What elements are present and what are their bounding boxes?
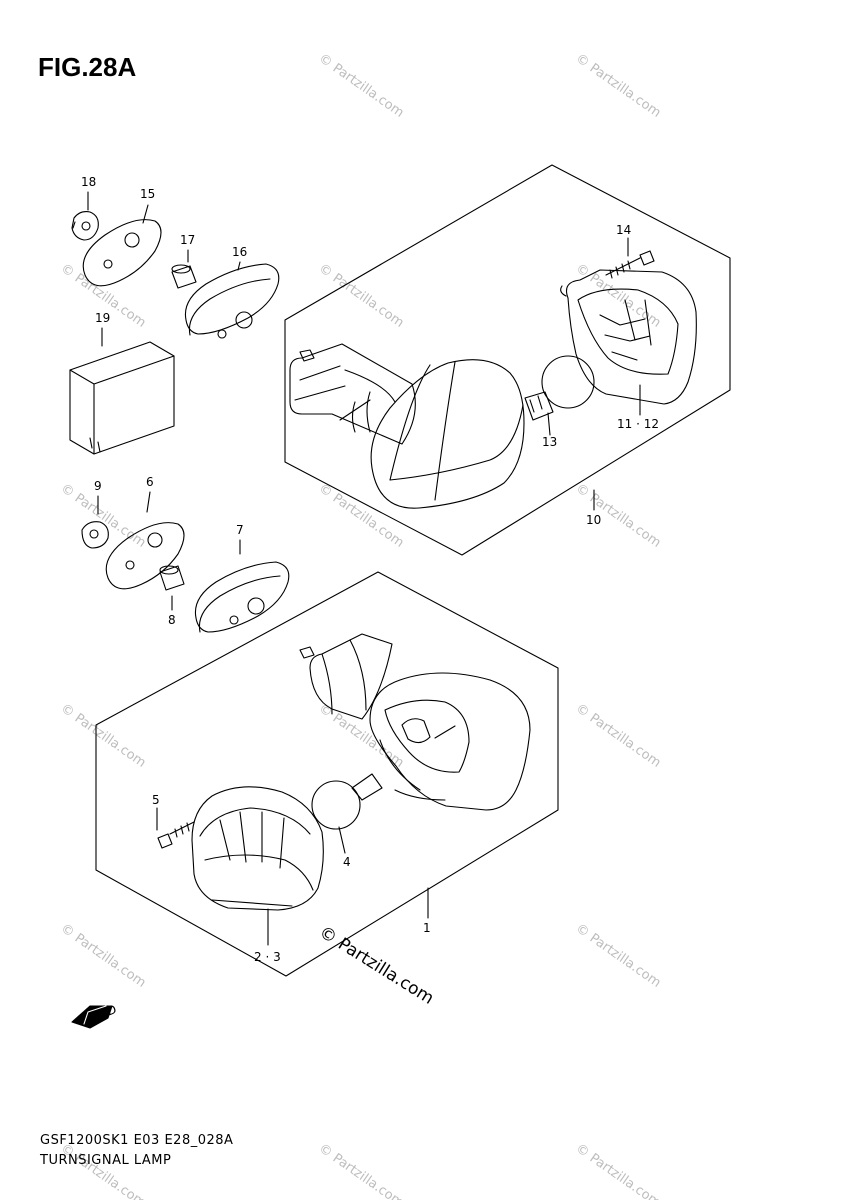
watermark-tile: © Partzilla.com: [573, 51, 664, 121]
watermark-tile: © Partzilla.com: [58, 921, 149, 991]
callout-6: 6: [146, 475, 154, 489]
screw-5: [157, 821, 195, 849]
section-name: TURNSIGNAL LAMP: [40, 1153, 172, 1168]
relay-19: [69, 341, 175, 455]
watermark-tile: © Partzilla.com: [58, 481, 149, 551]
watermark-tile: © Partzilla.com: [316, 51, 407, 121]
callout-9: 9: [94, 479, 102, 493]
callout-5: 5: [152, 793, 160, 807]
bulb-13: [524, 355, 595, 421]
callout-13: 13: [542, 435, 557, 449]
callout-1: 1: [423, 921, 431, 935]
watermark-tile: © Partzilla.com: [573, 701, 664, 771]
screw-14: [605, 250, 655, 279]
gasket-7: [194, 561, 290, 633]
nut-18: [71, 211, 99, 241]
callout-11-12: 11 · 12: [617, 417, 659, 431]
callout-14: 14: [616, 223, 631, 237]
turn-signal-body-1: [369, 672, 531, 811]
bulb-4: [311, 773, 383, 830]
collar-17: [171, 264, 197, 289]
plate-15: [82, 219, 162, 287]
leader-6: [146, 491, 151, 513]
watermark-tile: © Partzilla.com: [573, 1141, 664, 1200]
turn-signal-housing-rear: [289, 343, 416, 445]
figure-title: FIG.28A: [38, 52, 137, 82]
lens-2-3: [191, 786, 324, 911]
watermark-tile: © Partzilla.com: [58, 701, 149, 771]
watermark-tile: © Partzilla.com: [573, 921, 664, 991]
leader-15: [142, 204, 149, 224]
leader-4: [338, 826, 346, 854]
callout-16: 16: [232, 245, 247, 259]
nut-9: [81, 521, 109, 549]
watermark-main: © Partzilla.com: [315, 922, 437, 1008]
plate-6: [105, 522, 185, 590]
callout-19: 19: [95, 311, 110, 325]
collar-8: [159, 565, 185, 591]
assembly-box-10: [284, 164, 731, 556]
callout-4: 4: [343, 855, 351, 869]
turn-signal-housing-rear-1: [299, 633, 393, 720]
callout-18: 18: [81, 175, 96, 189]
leader-13: [547, 412, 551, 436]
model-code: GSF1200SK1 E03 E28_028A: [40, 1133, 234, 1148]
callout-labels: 18 15 17 16 19 14 11 · 12 13 10 9 6 7 8 …: [81, 175, 659, 964]
callout-10: 10: [586, 513, 601, 527]
watermark-tile: © Partzilla.com: [58, 1141, 149, 1200]
callout-7: 7: [236, 523, 244, 537]
callout-2-3: 2 · 3: [254, 950, 281, 964]
fwd-arrow-icon: [71, 1005, 113, 1029]
callout-17: 17: [180, 233, 195, 247]
watermark-tile: © Partzilla.com: [316, 261, 407, 331]
callout-8: 8: [168, 613, 176, 627]
assembly-box-1: [95, 571, 559, 977]
leader-16: [237, 261, 241, 271]
turn-signal-body: [370, 359, 525, 509]
callout-15: 15: [140, 187, 155, 201]
watermark-tile: © Partzilla.com: [316, 1141, 407, 1200]
watermark-tile: © Partzilla.com: [316, 701, 407, 771]
watermark-tile: © Partzilla.com: [316, 481, 407, 551]
gasket-16: [184, 263, 280, 339]
lens-11-12: [560, 269, 697, 405]
watermark-tiles: © Partzilla.com © Partzilla.com © Partzi…: [58, 51, 664, 1200]
